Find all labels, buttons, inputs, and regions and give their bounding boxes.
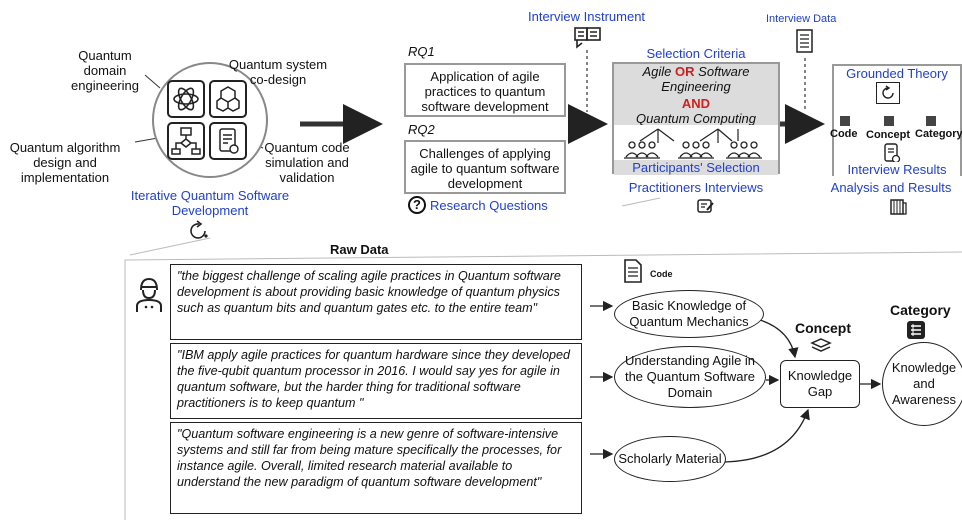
concept-label: Concept bbox=[795, 320, 851, 336]
code-2: Understanding Agile in the Quantum Softw… bbox=[614, 346, 766, 408]
stack-icon bbox=[888, 196, 908, 216]
gt-code-label: Code bbox=[830, 128, 858, 140]
selection-criteria-label: Selection Criteria bbox=[646, 46, 746, 61]
data-sheet-icon bbox=[795, 28, 815, 56]
practitioners-interviews-label: Practitioners Interviews bbox=[628, 180, 764, 195]
interview-data-label: Interview Data bbox=[766, 13, 837, 25]
rq2-box: Challenges of applying agile to quantum … bbox=[404, 140, 566, 194]
crit-qc: Quantum Computing bbox=[636, 111, 756, 126]
label-quantum-system-codesign: Quantum system co-design bbox=[228, 57, 328, 87]
label-quantum-code-simulation: Quantum code simulation and validation bbox=[264, 140, 350, 185]
quote-2: "IBM apply agile practices for quantum h… bbox=[170, 343, 582, 419]
label-quantum-algorithm-design: Quantum algorithm design and implementat… bbox=[9, 140, 121, 185]
code-1-text: Basic Knowledge of Quantum Mechanics bbox=[629, 298, 749, 329]
crit-and: AND bbox=[681, 96, 711, 111]
criteria-line1: Agile OR Software Engineering bbox=[614, 64, 778, 94]
question-icon: ? bbox=[408, 196, 426, 214]
atom-icon bbox=[167, 80, 205, 118]
code-label: Code bbox=[650, 269, 673, 279]
category-text: Knowledge and Awareness bbox=[891, 360, 957, 407]
grounded-theory-label: Grounded Theory bbox=[846, 66, 948, 81]
cubes-icon bbox=[209, 80, 247, 118]
document-check-icon bbox=[209, 122, 247, 160]
list-icon bbox=[906, 320, 926, 340]
gt-concept-label: Concept bbox=[866, 129, 910, 141]
concept-box: Knowledge Gap bbox=[780, 360, 860, 408]
rq1-label: RQ1 bbox=[408, 44, 435, 59]
crit-agile: Agile bbox=[642, 64, 672, 79]
instrument-icon bbox=[574, 26, 602, 50]
participants-selection-label: Participants' Selection bbox=[614, 160, 778, 175]
rq2-label: RQ2 bbox=[408, 122, 435, 137]
code-2-text: Understanding Agile in the Quantum Softw… bbox=[624, 353, 756, 400]
results-doc-icon bbox=[883, 142, 901, 164]
rq1-box: Application of agile practices to quantu… bbox=[404, 63, 566, 117]
person-icon bbox=[134, 276, 164, 314]
raw-data-title: Raw Data bbox=[330, 242, 389, 257]
participants-icon bbox=[624, 128, 762, 159]
quantum-icon-grid bbox=[165, 80, 251, 160]
quote-1: "the biggest challenge of scaling agile … bbox=[170, 264, 582, 340]
concept-node bbox=[884, 116, 894, 126]
code-3: Scholarly Material bbox=[614, 436, 726, 482]
edit-note-icon bbox=[697, 198, 715, 214]
category-circle: Knowledge and Awareness bbox=[882, 342, 962, 426]
quote-3: "Quantum software engineering is a new g… bbox=[170, 422, 582, 514]
research-questions-label: Research Questions bbox=[430, 198, 548, 213]
category-node bbox=[926, 116, 936, 126]
rq1-text: Application of agile practices to quantu… bbox=[421, 69, 549, 114]
concept-text: Knowledge Gap bbox=[787, 368, 853, 399]
gt-category-label: Category bbox=[915, 128, 962, 140]
rq2-text: Challenges of applying agile to quantum … bbox=[410, 146, 560, 191]
layers-icon bbox=[810, 337, 832, 355]
raw-panel-border bbox=[124, 251, 962, 520]
interview-instrument-label: Interview Instrument bbox=[528, 9, 646, 24]
code-doc-icon bbox=[622, 258, 644, 284]
quote-3-text: "Quantum software engineering is a new g… bbox=[177, 427, 562, 489]
quote-1-text: "the biggest challenge of scaling agile … bbox=[177, 269, 561, 315]
interview-results-label: Interview Results bbox=[834, 162, 960, 177]
code-node bbox=[840, 116, 850, 126]
analysis-results-label: Analysis and Results bbox=[830, 180, 952, 195]
code-3-text: Scholarly Material bbox=[618, 451, 722, 466]
quote-2-text: "IBM apply agile practices for quantum h… bbox=[177, 348, 570, 410]
code-1: Basic Knowledge of Quantum Mechanics bbox=[614, 290, 764, 338]
refresh-icon bbox=[876, 82, 900, 104]
cycle-arrows-icon bbox=[188, 220, 210, 242]
participants-area bbox=[614, 125, 778, 161]
category-label: Category bbox=[890, 302, 951, 318]
cycle-title: Iterative Quantum Software Development bbox=[130, 188, 290, 218]
label-quantum-domain-engineering: Quantum domain engineering bbox=[71, 48, 139, 93]
crit-se: Software Engineering bbox=[661, 64, 750, 94]
crit-or: OR bbox=[675, 64, 695, 79]
flowchart-icon bbox=[167, 122, 205, 160]
